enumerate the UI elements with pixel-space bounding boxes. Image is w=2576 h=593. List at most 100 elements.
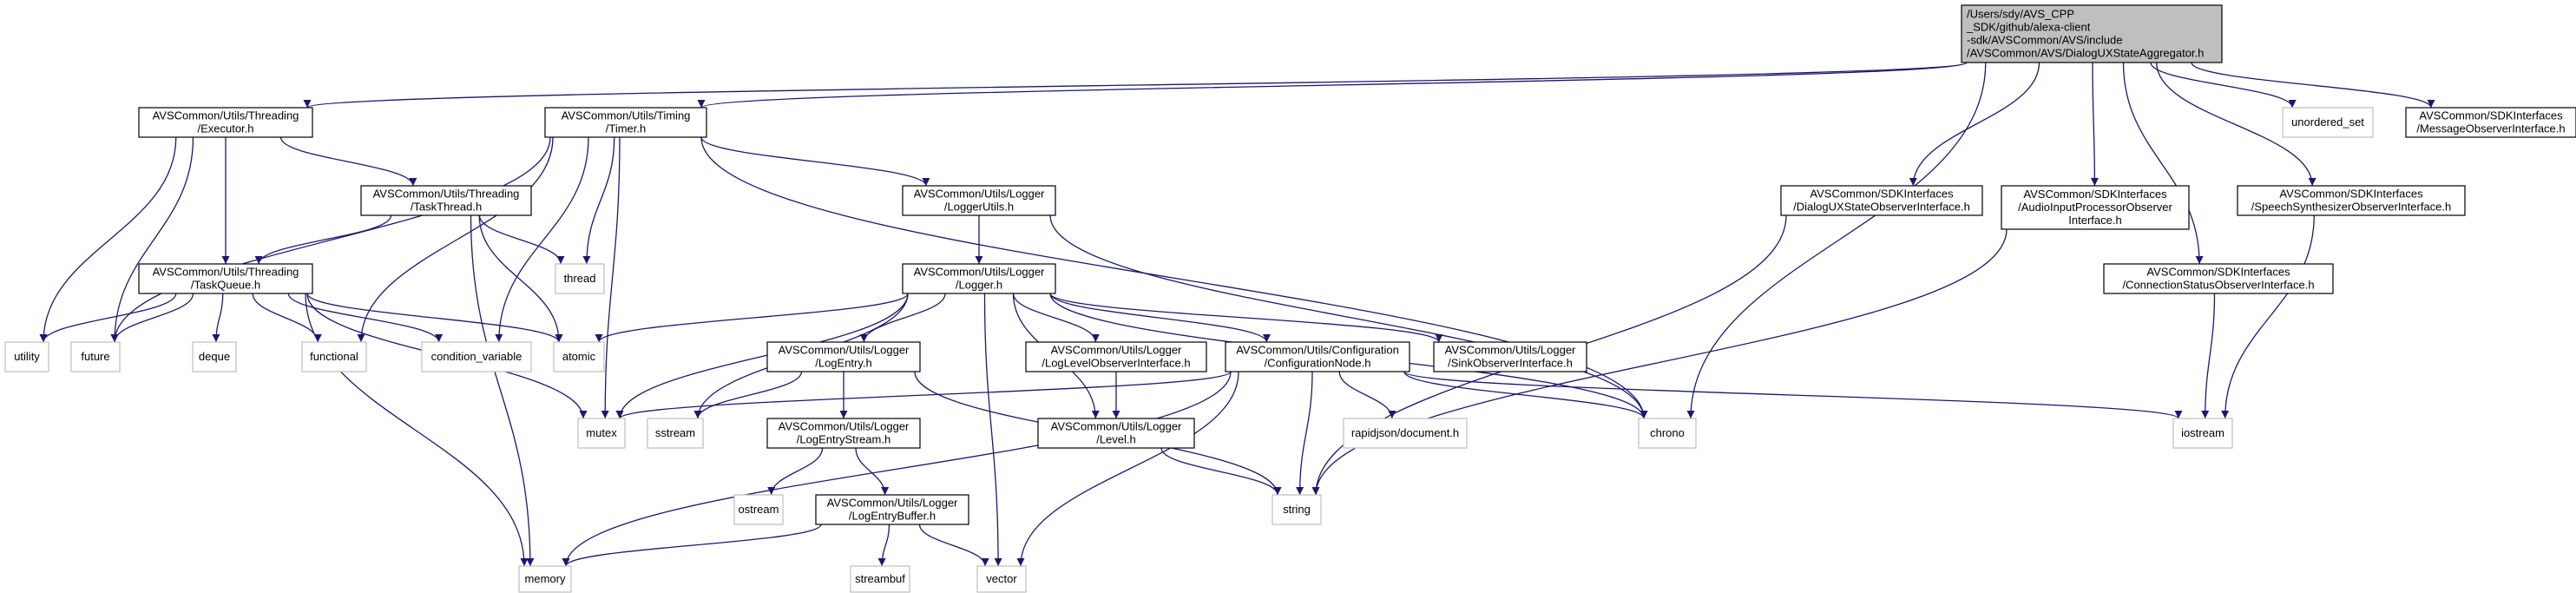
node-box bbox=[766, 418, 921, 449]
node-speechsynth[interactable]: AVSCommon/SDKInterfaces/SpeechSynthesize… bbox=[2237, 185, 2466, 216]
node-label-line: deque bbox=[199, 350, 230, 363]
node-loglevelobs[interactable]: AVSCommon/Utils/Logger/LogLevelObserverI… bbox=[1025, 341, 1207, 372]
node-box bbox=[138, 107, 313, 138]
node-label-line: /TaskQueue.h bbox=[191, 279, 260, 292]
node-box bbox=[976, 565, 1027, 593]
edge-taskqueue-to-utility bbox=[39, 293, 177, 343]
node-level[interactable]: AVSCommon/Utils/Logger/Level.h bbox=[1037, 418, 1195, 449]
node-memory: memory bbox=[518, 565, 572, 593]
node-label-line: Interface.h bbox=[2068, 214, 2121, 227]
node-label-line: string bbox=[1283, 503, 1311, 516]
node-label-line: AVSCommon/Utils/Logger bbox=[1051, 420, 1182, 433]
node-box bbox=[577, 418, 626, 449]
node-box bbox=[70, 341, 121, 372]
node-loggerutils[interactable]: AVSCommon/Utils/Logger/LoggerUtils.h bbox=[902, 185, 1056, 216]
node-label-line: AVSCommon/SDKInterfaces bbox=[2146, 266, 2290, 279]
node-logger[interactable]: AVSCommon/Utils/Logger/Logger.h bbox=[902, 263, 1056, 294]
node-unordered-set: unordered_set bbox=[2282, 107, 2374, 138]
node-box bbox=[360, 185, 532, 216]
edge-confignode-to-iostream bbox=[1403, 371, 2183, 419]
edges-layer bbox=[39, 62, 2435, 567]
node-vector: vector bbox=[976, 565, 1027, 593]
nodes-layer: /Users/sdy/AVS_CPP_SDK/github/alexa-clie… bbox=[4, 4, 2576, 593]
node-box bbox=[192, 341, 237, 372]
node-box bbox=[1638, 418, 1697, 449]
edge-confignode-to-mutex bbox=[615, 371, 1232, 419]
node-label-line: /ConnectionStatusObserverInterface.h bbox=[2122, 279, 2314, 292]
node-label-line: AVSCommon/Utils/Threading bbox=[153, 109, 299, 122]
node-msgobs[interactable]: AVSCommon/SDKInterfaces/MessageObserverI… bbox=[2405, 107, 2576, 138]
node-label-line: vector bbox=[986, 572, 1017, 585]
node-mutex: mutex bbox=[577, 418, 626, 449]
node-label-line: AVSCommon/Utils/Logger bbox=[1051, 344, 1182, 357]
edge-loggerutils-to-chrono bbox=[1049, 214, 1648, 419]
node-label-line: AVSCommon/Utils/Threading bbox=[153, 266, 299, 279]
edge-timer-to-chrono bbox=[700, 136, 1648, 419]
node-chrono: chrono bbox=[1638, 418, 1697, 449]
node-iostream: iostream bbox=[2172, 418, 2233, 449]
node-logentry[interactable]: AVSCommon/Utils/Logger/LogEntry.h bbox=[766, 341, 921, 372]
node-sstream: sstream bbox=[647, 418, 704, 449]
node-label-line: condition_variable bbox=[431, 350, 522, 363]
node-label-line: /LogEntry.h bbox=[815, 357, 872, 370]
edge-connstatus-to-iostream bbox=[2201, 293, 2216, 419]
node-label-line: AVSCommon/Utils/Timing bbox=[562, 109, 691, 122]
edge-executor-to-taskthread bbox=[279, 136, 417, 187]
edge-confignode-to-vector bbox=[1016, 371, 1239, 567]
node-condition-variable: condition_variable bbox=[421, 341, 532, 372]
node-box bbox=[2237, 185, 2466, 216]
node-audioinput[interactable]: AVSCommon/SDKInterfaces/AudioInputProces… bbox=[2001, 185, 2190, 230]
node-taskthread[interactable]: AVSCommon/Utils/Threading/TaskThread.h bbox=[360, 185, 532, 216]
node-label-line: AVSCommon/SDKInterfaces bbox=[2419, 109, 2563, 122]
node-box bbox=[2001, 185, 2190, 230]
node-deque: deque bbox=[192, 341, 237, 372]
edge-confignode-to-string bbox=[1296, 371, 1313, 496]
edge-root-to-timer bbox=[698, 62, 1968, 109]
node-root[interactable]: /Users/sdy/AVS_CPP_SDK/github/alexa-clie… bbox=[1961, 4, 2223, 63]
node-timer[interactable]: AVSCommon/Utils/Timing/Timer.h bbox=[544, 107, 707, 138]
node-dialogobs[interactable]: AVSCommon/SDKInterfaces/DialogUXStateObs… bbox=[1780, 185, 1983, 216]
node-box bbox=[2172, 418, 2233, 449]
node-logentrybuffer[interactable]: AVSCommon/Utils/Logger/LogEntryBuffer.h bbox=[815, 494, 969, 525]
edge-root-to-unordered-set bbox=[2150, 62, 2297, 109]
node-box bbox=[1037, 418, 1195, 449]
edge-logentry-to-sstream bbox=[693, 371, 803, 419]
node-label-line: memory bbox=[525, 572, 566, 585]
node-logentrystream[interactable]: AVSCommon/Utils/Logger/LogEntryStream.h bbox=[766, 418, 921, 449]
node-sinkobs[interactable]: AVSCommon/Utils/Logger/SinkObserverInter… bbox=[1433, 341, 1587, 372]
node-box bbox=[766, 341, 921, 372]
node-label-line: AVSCommon/Utils/Logger bbox=[914, 266, 1045, 279]
node-label-line: rapidjson/document.h bbox=[1351, 426, 1459, 439]
edge-confignode-to-chrono bbox=[1403, 371, 1648, 419]
edge-speechsynth-to-iostream bbox=[2221, 214, 2315, 419]
edge-logger-to-loglevelobs bbox=[1012, 293, 1100, 343]
node-box bbox=[1780, 185, 1983, 216]
node-label-line: /LogLevelObserverInterface.h bbox=[1042, 357, 1190, 370]
node-executor[interactable]: AVSCommon/Utils/Threading/Executor.h bbox=[138, 107, 313, 138]
edge-timer-to-thread bbox=[582, 136, 615, 265]
node-label-line: AVSCommon/Utils/Threading bbox=[373, 188, 520, 201]
node-label-line: /Users/sdy/AVS_CPP bbox=[1967, 8, 2074, 21]
edge-logger-to-atomic bbox=[595, 293, 909, 343]
node-label-line: sstream bbox=[655, 426, 695, 439]
node-label-line: /TaskThread.h bbox=[411, 201, 482, 214]
node-confignode[interactable]: AVSCommon/Utils/Configuration/Configurat… bbox=[1225, 341, 1410, 372]
node-label-line: atomic bbox=[562, 350, 596, 363]
node-box bbox=[815, 494, 969, 525]
node-connstatus[interactable]: AVSCommon/SDKInterfaces/ConnectionStatus… bbox=[2103, 263, 2334, 294]
node-taskqueue[interactable]: AVSCommon/Utils/Threading/TaskQueue.h bbox=[138, 263, 313, 294]
edge-logger-to-vector bbox=[983, 293, 1002, 567]
edge-level-to-string bbox=[1160, 447, 1282, 496]
edge-root-to-executor bbox=[304, 62, 1968, 109]
edge-timer-to-mutex bbox=[601, 136, 621, 419]
node-box bbox=[4, 341, 49, 372]
edge-logger-to-confignode bbox=[1049, 293, 1271, 343]
node-label-line: AVSCommon/Utils/Configuration bbox=[1236, 344, 1399, 357]
node-string: string bbox=[1272, 494, 1322, 525]
node-label-line: /MessageObserverInterface.h bbox=[2416, 122, 2565, 135]
edge-timer-to-loggerutils bbox=[700, 136, 930, 187]
edge-logger-to-sinkobs bbox=[1049, 293, 1443, 343]
node-label-line: /SpeechSynthesizerObserverInterface.h bbox=[2251, 201, 2452, 214]
node-box bbox=[421, 341, 532, 372]
